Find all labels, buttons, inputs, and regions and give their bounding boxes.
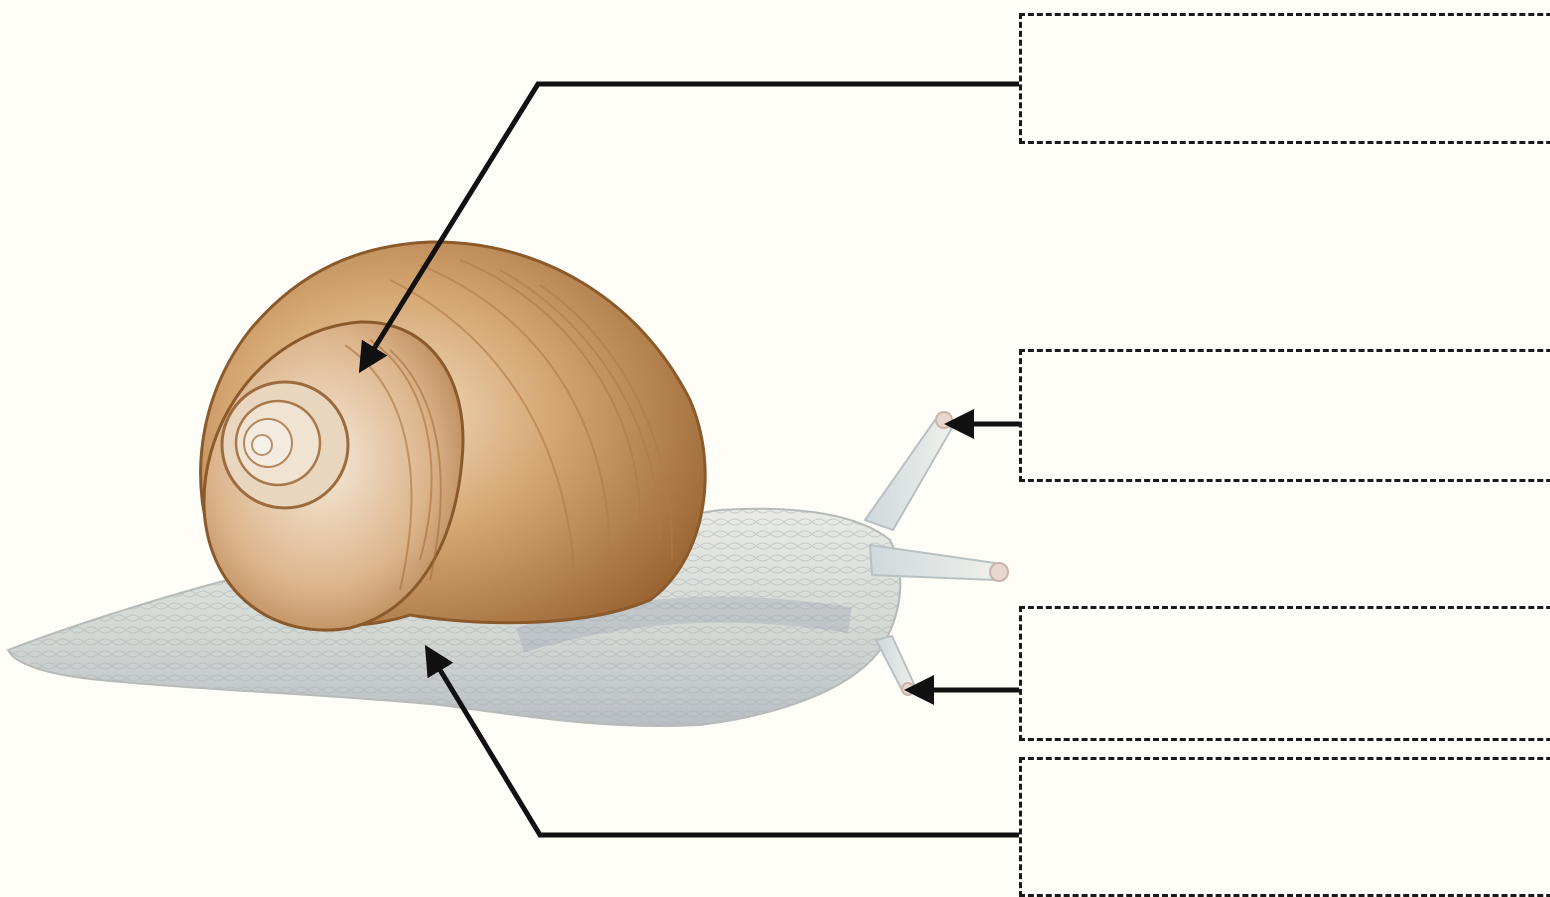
label-box-upper-tentacle[interactable]: [1019, 349, 1550, 482]
label-box-foot[interactable]: [1019, 757, 1550, 897]
snail-shell: [201, 242, 706, 630]
label-box-shell[interactable]: [1019, 13, 1550, 144]
label-box-lower-tentacle[interactable]: [1019, 606, 1550, 741]
upper-tentacle: [865, 412, 952, 530]
lower-tentacle: [876, 636, 914, 695]
eye-tentacle: [870, 545, 1008, 581]
